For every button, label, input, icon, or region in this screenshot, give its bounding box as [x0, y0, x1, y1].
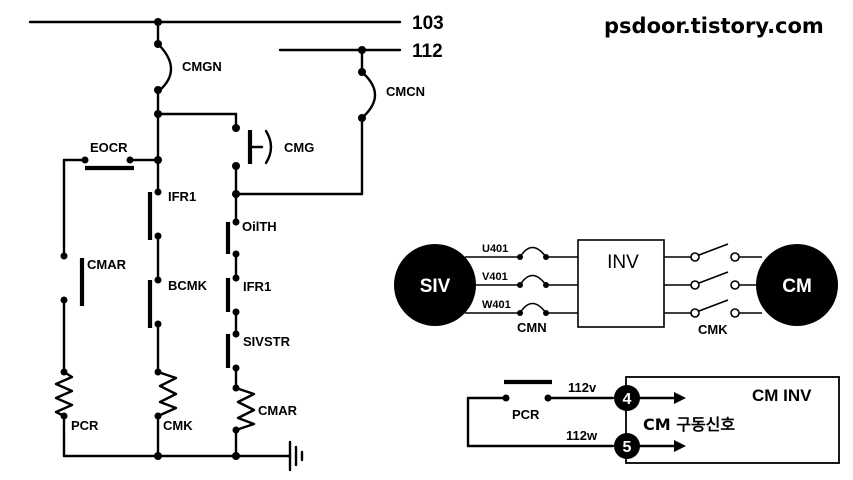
- cmk-motor-label: CMK: [698, 322, 728, 337]
- eocr-label: EOCR: [90, 140, 128, 155]
- ifr1-left-label: IFR1: [168, 189, 196, 204]
- bus-112-label: 112: [412, 41, 443, 62]
- pcr-left-label: PCR: [71, 418, 99, 433]
- cmar-right-label: CMAR: [258, 403, 298, 418]
- cm-label: CM: [782, 276, 812, 297]
- ifr1-right-label: IFR1: [243, 279, 271, 294]
- phase-w-label: W401: [482, 299, 511, 311]
- cmk-left-label: CMK: [163, 418, 193, 433]
- cmgn-label: CMGN: [182, 59, 222, 74]
- siv-source: SIV: [394, 244, 476, 326]
- inv-box: INV: [577, 239, 665, 328]
- cm-drive-signal: CM 구동신호: [643, 415, 735, 434]
- bus-103: 103: [28, 13, 444, 34]
- terminal-4-label: 4: [623, 391, 632, 408]
- cmcn-label: CMCN: [386, 84, 425, 99]
- cmg-label: CMG: [284, 140, 314, 155]
- cmk-contactors: CMK: [664, 243, 762, 337]
- ground-rail: [62, 452, 292, 460]
- inv-label: INV: [607, 252, 639, 273]
- cmar-left-label: CMAR: [87, 257, 127, 272]
- bcmk-label: BCMK: [168, 278, 208, 293]
- phase-u-label: U401: [482, 243, 508, 255]
- cmcn-breaker: CMCN: [234, 48, 425, 196]
- cmg-switch: CMG: [232, 129, 314, 198]
- bus-112: 112: [278, 41, 443, 62]
- cm-inv-box: CM INV CM 구동신호: [625, 376, 840, 464]
- cmn-label: CMN: [517, 320, 547, 335]
- terminal-5-label: 5: [623, 439, 632, 456]
- site-watermark: psdoor.tistory.com: [604, 14, 824, 38]
- ground-icon: [288, 440, 304, 472]
- middle-column: IFR1 BCMK CMK: [147, 158, 208, 458]
- left-column: CMAR PCR: [54, 158, 127, 458]
- wire-112v-label: 112v: [568, 380, 597, 395]
- oilth-label: OilTH: [242, 219, 277, 234]
- cmgn-breaker: CMGN: [154, 20, 222, 94]
- bus-103-label: 103: [412, 13, 444, 34]
- phase-wires: U401 V401 W401 CMN: [465, 243, 578, 335]
- sivstr-label: SIVSTR: [243, 334, 291, 349]
- eocr-contact: EOCR: [62, 140, 162, 171]
- pcr-control-loop: PCR 112v 112w: [466, 379, 615, 448]
- terminal-4: 4: [614, 385, 686, 411]
- pcr-control-label: PCR: [512, 407, 540, 422]
- siv-label: SIV: [420, 276, 451, 297]
- cm-motor: CM: [756, 244, 838, 326]
- wire-112w-label: 112w: [566, 428, 598, 443]
- phase-v-label: V401: [482, 271, 508, 283]
- cm-inv-title: CM INV: [752, 386, 812, 405]
- right-column: OilTH IFR1 SIVSTR CMAR: [225, 192, 298, 458]
- terminal-5: 5: [614, 433, 686, 459]
